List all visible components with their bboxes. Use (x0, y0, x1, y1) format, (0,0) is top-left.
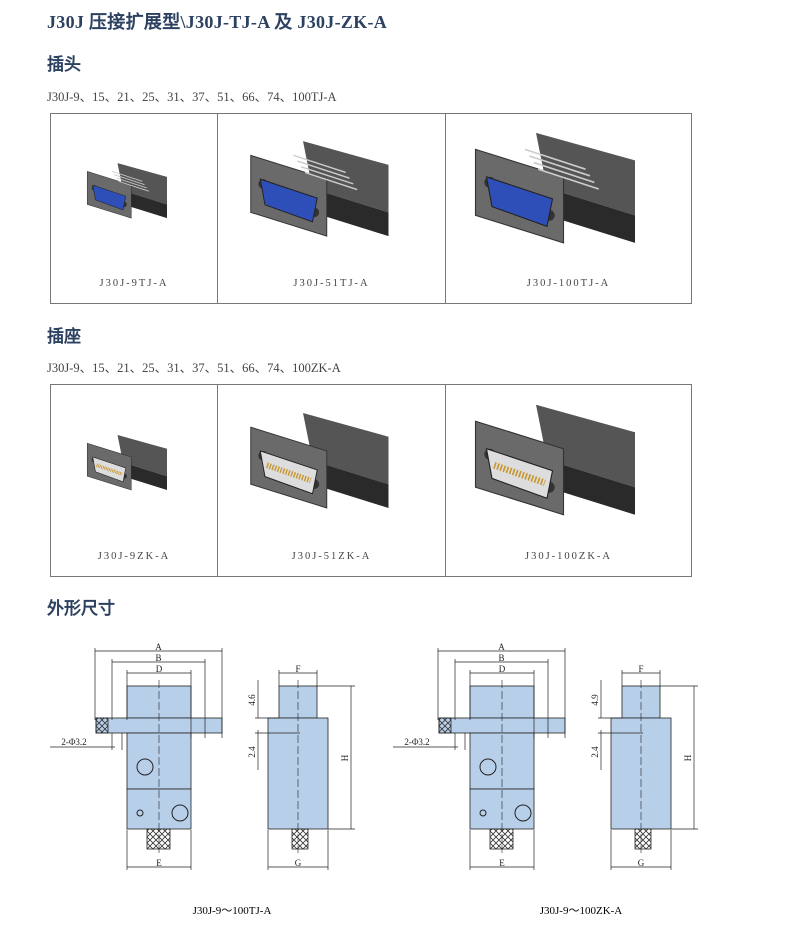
contacts (265, 462, 312, 484)
connector (474, 404, 635, 516)
body-top (117, 434, 167, 477)
dimension-label: F (638, 664, 643, 674)
outline (438, 717, 452, 734)
socket-heading: 插座 (47, 327, 81, 347)
insert (92, 184, 127, 211)
rib (537, 168, 599, 190)
dimensions-heading: 外形尺寸 (47, 599, 115, 619)
rib (118, 180, 149, 192)
dimension-label: B (155, 653, 161, 663)
connector (474, 132, 635, 244)
body-side (547, 187, 635, 243)
socket-table: J30J-9ZK-A J30J-51ZK-A J30J-100ZK-A (50, 384, 692, 577)
rib (116, 177, 147, 189)
page-title: J30J 压接扩展型\J30J-TJ-A 及 J30J-ZK-A (47, 12, 388, 32)
insert (259, 178, 318, 223)
screw-icon (171, 804, 189, 822)
dimension-label: E (499, 858, 505, 868)
dimension-label: E (156, 858, 162, 868)
connector-image (250, 412, 389, 509)
connector (250, 141, 389, 237)
plug-table: J30J-9TJ-A J30J-51TJ-A J30J-100TJ-A (50, 113, 692, 304)
rib (300, 166, 354, 185)
body-side (123, 190, 167, 219)
product-caption: J30J-9ZK-A (97, 551, 171, 562)
product-cell: J30J-51TJ-A (218, 114, 446, 303)
product-caption: J30J-9TJ-A (99, 278, 169, 289)
product-cell: J30J-9ZK-A (51, 385, 218, 576)
dimension-label: A (155, 642, 162, 652)
connector-image (250, 141, 389, 237)
product-caption: J30J-51ZK-A (291, 551, 372, 562)
drawing-caption: J30J-9～100TJ-A (193, 905, 272, 917)
dimension-label: 2-Φ3.2 (61, 737, 86, 747)
dimension-label: G (638, 858, 645, 868)
dimension-label: A (498, 642, 505, 652)
product-caption: J30J-100ZK-A (525, 551, 612, 562)
outline (489, 828, 514, 850)
rib (297, 160, 350, 179)
outline (634, 828, 652, 850)
product-cell: J30J-51ZK-A (218, 385, 446, 576)
connector-image (86, 163, 167, 219)
dimension-label: H (340, 754, 350, 761)
rib (524, 148, 586, 170)
connector-image (474, 404, 635, 516)
hole-icon (136, 809, 144, 817)
body-side (312, 188, 389, 237)
dimension-label: B (498, 653, 504, 663)
product-cell: J30J-100ZK-A (446, 385, 691, 576)
product-caption: J30J-100TJ-A (526, 278, 611, 289)
body-side (312, 460, 389, 508)
body-side (123, 462, 167, 490)
drawing-caption: J30J-9～100ZK-A (540, 905, 623, 917)
rib (304, 171, 358, 191)
dimension-label: 2.4 (247, 746, 257, 758)
screw-icon (514, 804, 532, 822)
rib (114, 174, 145, 185)
body-side (547, 459, 635, 515)
insert (485, 176, 554, 228)
dimension-label: D (499, 664, 506, 674)
dimension-label: 2-Φ3.2 (404, 737, 429, 747)
dimension-label: 4.6 (247, 694, 257, 706)
outline (95, 717, 109, 734)
socket-models: J30J-9、15、21、25、31、37、51、66、74、100ZK-A (47, 361, 341, 375)
connector (86, 434, 167, 491)
drawing-tj: ABD E 2-Φ3.2 F G H 4.6 2.4 (50, 642, 355, 870)
body-top (536, 404, 635, 488)
rib (533, 161, 595, 184)
plug-models: J30J-9、15、21、25、31、37、51、66、74、100TJ-A (47, 90, 337, 104)
connector (250, 412, 389, 509)
dimension-label: 4.9 (590, 694, 600, 706)
connector-image (86, 434, 167, 491)
dimension-label: F (295, 664, 300, 674)
body-top (303, 412, 389, 485)
drawing-zk: ABD E 2-Φ3.2 F G H 4.9 2.4 (393, 642, 698, 870)
contacts (96, 463, 123, 476)
screw-icon (136, 758, 154, 776)
rib (111, 170, 143, 182)
dimension-label: D (156, 664, 163, 674)
dimension-label: H (683, 754, 693, 761)
dimension-label: 2.4 (590, 746, 600, 758)
connector (86, 163, 167, 219)
dimension-label: G (295, 858, 302, 868)
outline (146, 828, 171, 850)
rib (293, 154, 346, 174)
rib (529, 155, 591, 177)
hole-icon (479, 809, 487, 817)
product-caption: J30J-51TJ-A (293, 278, 370, 289)
connector-image (474, 132, 635, 244)
product-cell: J30J-100TJ-A (446, 114, 691, 303)
screw-icon (479, 758, 497, 776)
outline (291, 828, 309, 850)
plug-heading: 插头 (47, 55, 81, 75)
contacts (493, 462, 546, 486)
product-cell: J30J-9TJ-A (51, 114, 218, 303)
